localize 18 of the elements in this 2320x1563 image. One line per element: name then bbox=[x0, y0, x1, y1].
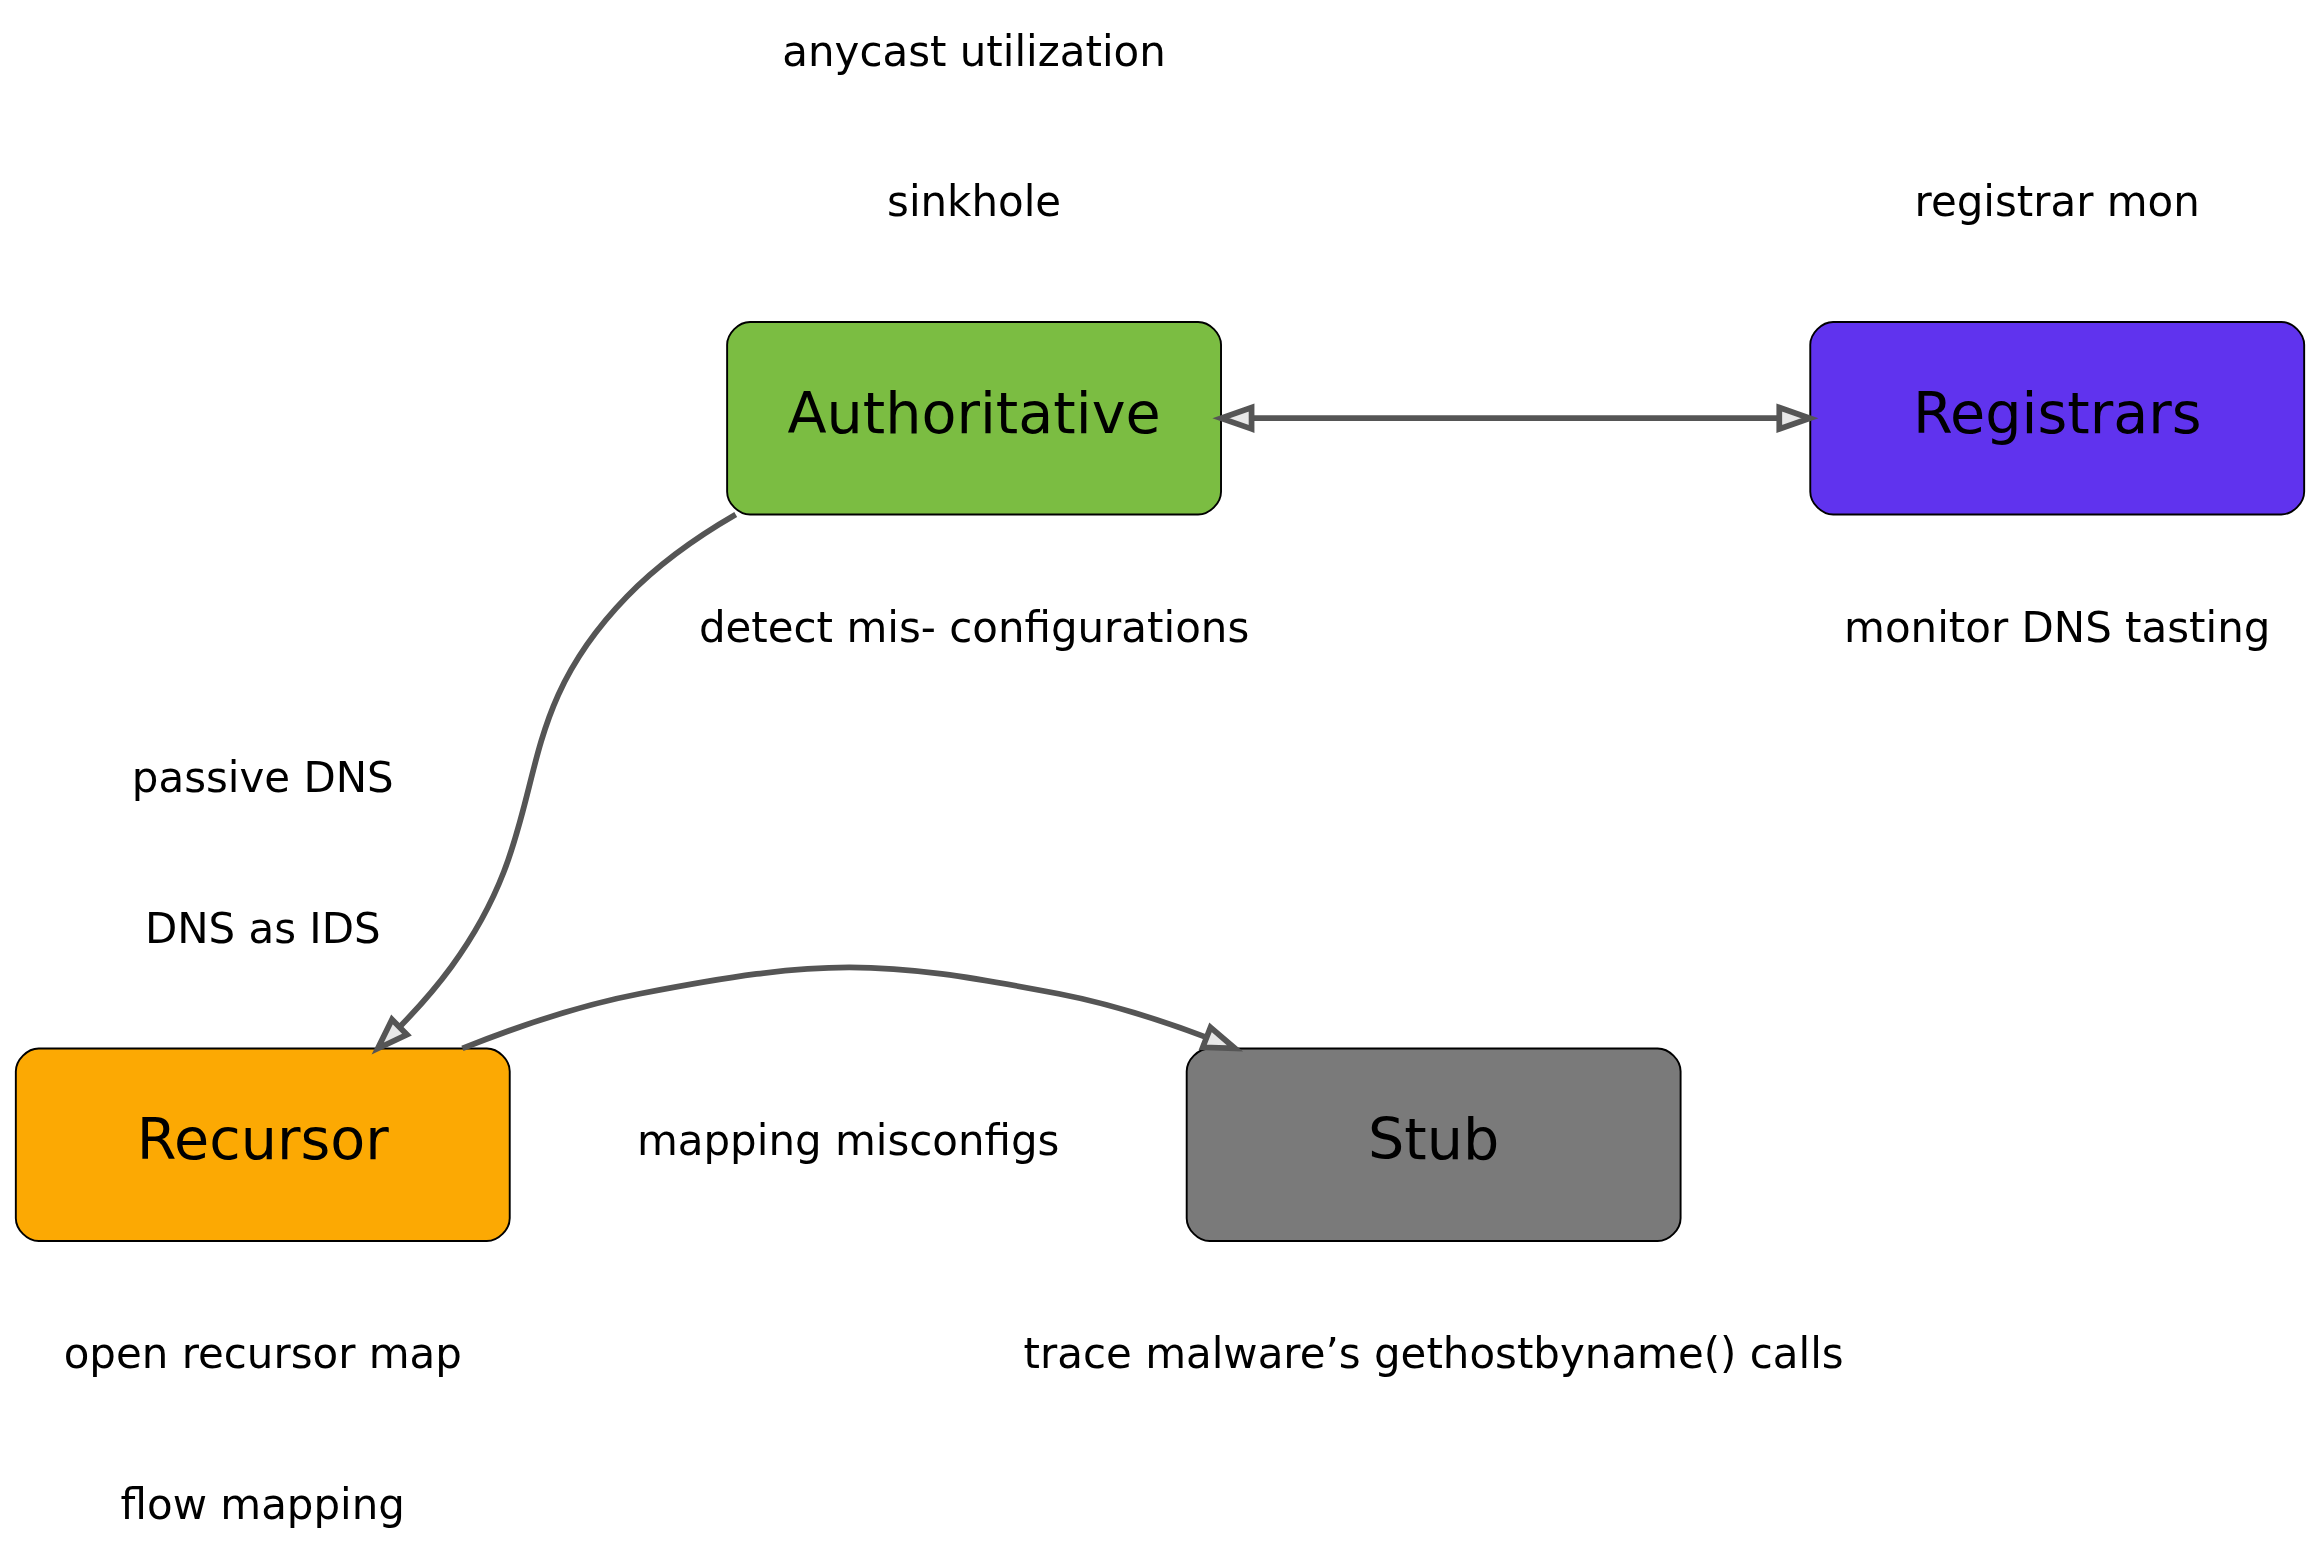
node-box: Authoritative bbox=[726, 320, 1222, 516]
node-label: mapping misconfigs bbox=[636, 1116, 1060, 1166]
node-label: DNS as IDS bbox=[144, 903, 381, 953]
arrow bbox=[1212, 403, 1819, 433]
node-label: sinkhole bbox=[887, 177, 1062, 227]
arrow bbox=[371, 512, 738, 1055]
node-label: trace malware’s gethostbyname() calls bbox=[1023, 1329, 1844, 1379]
arrow bbox=[461, 964, 1244, 1052]
node-label: anycast utilization bbox=[782, 26, 1166, 76]
node-box: Stub bbox=[1185, 1047, 1682, 1243]
node-label: open recursor map bbox=[63, 1329, 462, 1379]
node-label: monitor DNS tasting bbox=[1844, 602, 2271, 652]
node-label: passive DNS bbox=[131, 753, 394, 803]
node-label: registrar mon bbox=[1914, 177, 2200, 227]
node-box: Registrars bbox=[1809, 320, 2306, 516]
node-box: Recursor bbox=[14, 1047, 511, 1243]
node-label: flow mapping bbox=[120, 1479, 405, 1529]
node-label: detect mis- configurations bbox=[698, 602, 1250, 652]
